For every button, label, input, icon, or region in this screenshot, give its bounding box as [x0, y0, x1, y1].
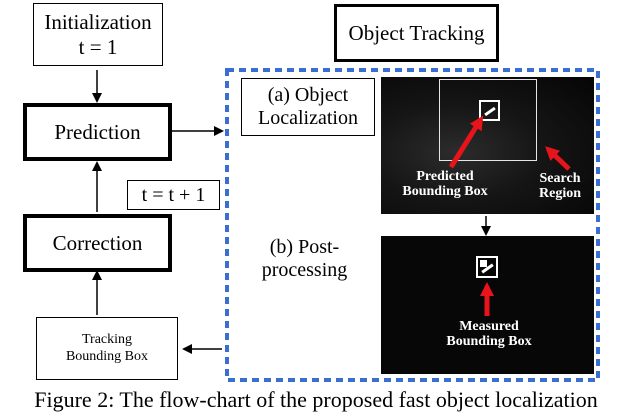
object-tracking-title: Object Tracking [334, 4, 499, 62]
measured-bounding-box [476, 256, 498, 278]
object-tracking-region [225, 68, 600, 382]
prediction-node: Prediction [23, 103, 172, 161]
prediction-label: Prediction [54, 119, 141, 144]
initialization-label: Initialization t = 1 [44, 10, 152, 59]
localization-image: Predicted Bounding Box Search Region [381, 77, 594, 214]
predicted-bounding-box [479, 100, 500, 121]
localization-label: (a) Object Localization [258, 84, 358, 129]
increment-label: t = t + 1 [141, 183, 206, 206]
correction-node: Correction [23, 214, 172, 272]
predicted-bounding-box-label: Predicted Bounding Box [402, 169, 488, 200]
localization-pointers [448, 115, 571, 171]
figure-caption: Figure 2: The flow-chart of the proposed… [34, 387, 598, 412]
object-tracking-label: Object Tracking [348, 20, 485, 45]
postprocessing-image: Measured Bounding Box [381, 236, 594, 374]
localization-node: (a) Object Localization [241, 78, 375, 136]
postprocessing-label: (b) Post- processing [261, 236, 348, 281]
postprocessing-node: (b) Post- processing [241, 230, 368, 288]
increment-node: t = t + 1 [127, 180, 220, 210]
measured-bounding-box-label: Measured Bounding Box [446, 319, 532, 350]
postprocessing-pointer [480, 282, 494, 316]
search-region-box [439, 79, 537, 161]
tracking-bounding-box-node: Tracking Bounding Box [36, 317, 178, 380]
search-region-label: Search Region [539, 171, 581, 202]
correction-label: Correction [52, 230, 143, 255]
tracking-bounding-box-label: Tracking Bounding Box [65, 332, 149, 364]
initialization-node: Initialization t = 1 [33, 3, 163, 66]
